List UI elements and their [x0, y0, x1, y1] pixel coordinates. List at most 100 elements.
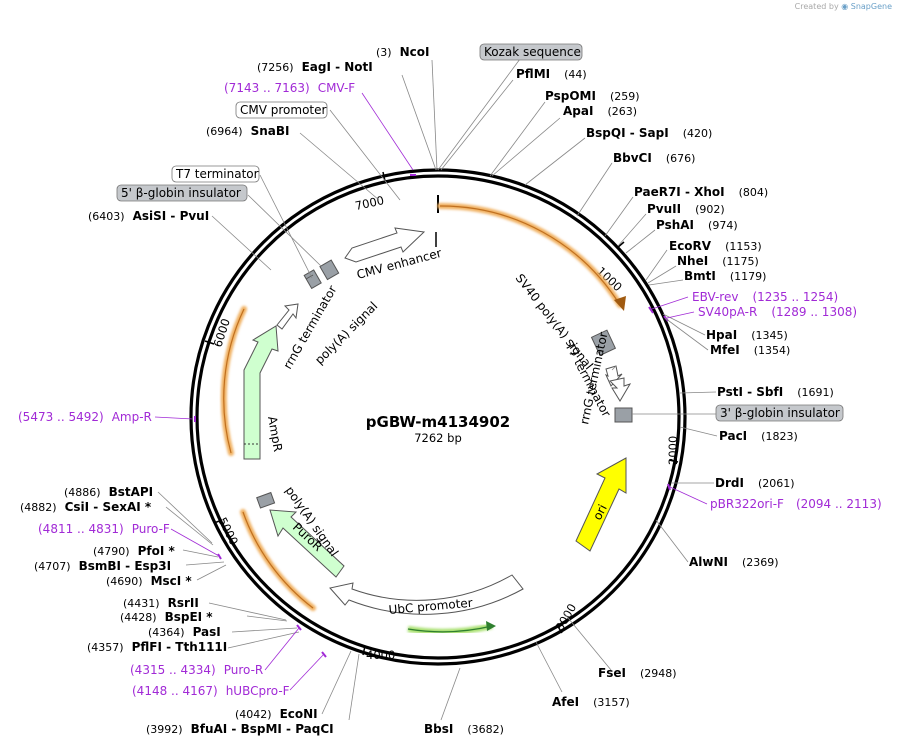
tick-6000 — [204, 340, 215, 345]
site-pfoi: (4790)PfoI * — [93, 544, 175, 558]
ampr-arrow — [243, 325, 279, 460]
site-apai: ApaI(263) — [563, 104, 637, 118]
leader-pbr — [669, 486, 708, 505]
ori-arrow — [575, 457, 627, 552]
leader-pvuii — [617, 213, 647, 247]
beta-globin-3-box: 3' β-globin insulator — [715, 404, 844, 422]
t7-terminator-left-block — [303, 269, 322, 290]
leader-afei — [535, 641, 563, 693]
site-eagi-noti: (7256)EagI - NotI — [257, 60, 373, 74]
site-msci: (4690)MscI * — [106, 574, 192, 588]
plasmid-length: 7262 bp — [414, 431, 462, 445]
site-nhei: NheI(1175) — [677, 254, 759, 268]
primer-mark-ebv-rev — [648, 306, 654, 314]
leader-psti — [679, 391, 717, 394]
primer-mark-pbr322ori-f — [667, 483, 671, 491]
leader-bsmbi — [185, 561, 225, 566]
leader-pflmi — [440, 79, 514, 171]
leader-bstapi — [157, 491, 213, 544]
site-econi: (4042)EcoNI — [235, 707, 318, 721]
site-psti-sbfi: PstI - SbfI(1691) — [717, 385, 834, 399]
site-mfei: MfeI(1354) — [710, 343, 790, 357]
leader-paci — [679, 426, 718, 437]
leader-ebvrev — [651, 296, 689, 310]
site-bmti: BmtI(1179) — [684, 269, 766, 283]
site-pvuii: PvuII(902) — [647, 202, 725, 216]
site-bbsi: BbsI(3682) — [424, 722, 504, 736]
primer-ebv-rev: EBV-rev(1235 .. 1254) — [692, 290, 838, 304]
site-afei: AfeI(3157) — [552, 695, 630, 709]
leader-puror — [264, 627, 300, 671]
leader-alwni — [655, 519, 689, 563]
site-bspei: (4428)BspEI * — [120, 610, 213, 624]
primer-sv40pa-r: SV40pA-R(1289 .. 1308) — [698, 305, 857, 319]
site-hpai: HpaI(1345) — [706, 328, 788, 342]
tick-label-2000: 2000 — [666, 436, 680, 465]
tick-3000 — [556, 624, 563, 634]
leader-hubc — [289, 653, 325, 691]
primer-mark-puro-r — [296, 624, 302, 631]
orf-arc-bottom-core — [407, 625, 493, 633]
site-asisi-pvui: (6403)AsiSI - PvuI — [88, 209, 209, 223]
tick-5000 — [213, 519, 223, 524]
leader-sv40par — [666, 311, 695, 319]
kozak-box: Kozak sequence — [479, 43, 583, 61]
tick-label-3000: 3000 — [552, 601, 579, 633]
site-drdi: DrdI(2061) — [715, 476, 795, 490]
polya-top-marker — [305, 274, 314, 280]
leader-asisi — [211, 215, 272, 271]
cmv-enhancer-arrow — [344, 227, 426, 263]
beta-globin-5-box: 5' β-globin insulator — [116, 184, 248, 202]
rrng-terminator-right-arrow — [608, 377, 632, 402]
site-alwni: AlwNI(2369) — [689, 555, 779, 569]
primer-mark-puro-f — [217, 553, 222, 560]
orf-arrow-top-right-head — [614, 296, 626, 311]
primer-leaders — [154, 92, 708, 691]
leader-ampr — [154, 416, 194, 420]
primer-pbr322ori-f: pBR322ori-F(2094 .. 2113) — [710, 497, 882, 511]
t7-terminator-box: T7 terminator — [171, 165, 260, 183]
site-bbvci: BbvCI(676) — [613, 151, 695, 165]
snapgene-logo-icon: ◉ — [841, 2, 849, 11]
leader-ncoi — [431, 59, 438, 171]
site-bsmbi-esp3i: (4707)BsmBI - Esp3I — [34, 559, 171, 573]
site-snabi: (6964)SnaBI — [206, 124, 289, 138]
watermark: Created by ◉ SnapGene — [795, 2, 892, 11]
orf-arc-top-right-core — [439, 205, 621, 306]
rrng-terminator-left-arrow — [276, 303, 299, 330]
leader-rsrii — [208, 602, 287, 621]
beta-globin-3-block — [614, 407, 633, 423]
leader-pasi — [231, 627, 298, 633]
primer-puro-r: (4315 .. 4334)Puro-R — [130, 663, 263, 677]
leader-snabi — [299, 132, 380, 201]
leader-bspei — [246, 615, 288, 622]
leader-eagi — [401, 74, 437, 171]
watermark-prefix: Created by — [794, 2, 839, 11]
cmv-promoter-box-label: CMV promoter — [240, 103, 327, 117]
leader-paer7i — [604, 196, 634, 237]
leader-mfei — [664, 317, 709, 351]
leader-csii — [165, 506, 214, 546]
site-rsrii: (4431)RsrII — [123, 596, 199, 610]
site-bstapi: (4886)BstAPI — [64, 485, 153, 499]
tick-4000 — [362, 645, 366, 656]
leader-pfoi — [182, 549, 219, 558]
leader-bspqi — [524, 137, 586, 186]
primer-puro-f: (4811 .. 4831)Puro-F — [38, 522, 170, 536]
leader-bmti — [648, 279, 684, 286]
orf-arrow-bottom-head — [486, 621, 496, 631]
site-pflfi-tth111i: (4357)PflFI - Tth111I — [87, 640, 227, 654]
leader-purof — [170, 528, 220, 557]
t7-terminator-box-label: T7 terminator — [175, 167, 259, 181]
tick-label-7000: 7000 — [354, 193, 386, 213]
leader-nhei — [647, 265, 677, 284]
primer-amp-r: (5473 .. 5492)Amp-R — [18, 410, 152, 424]
leader-bbsi — [440, 667, 461, 721]
polya-bottom-block — [256, 491, 276, 509]
leader-t7left — [259, 174, 313, 279]
beta-globin-3-box-label: 3' β-globin insulator — [720, 406, 840, 420]
ubc-promoter-arrow — [329, 574, 524, 615]
tick-label-4000: 4000 — [366, 648, 395, 662]
beta-globin-5-block — [319, 259, 340, 281]
